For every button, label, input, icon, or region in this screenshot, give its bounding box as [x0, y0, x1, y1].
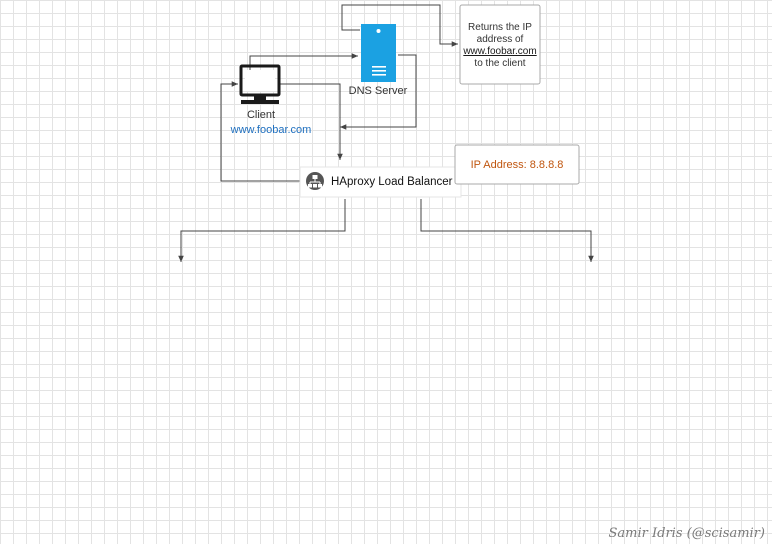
load-balancer-label: HAproxy Load Balancer [331, 176, 453, 188]
dns-reply-connector [340, 54, 417, 130]
client-to-dns-connector [249, 53, 358, 72]
dns-note-line-1: Returns the IP [468, 22, 532, 33]
client-label: Client [247, 109, 275, 121]
load-balancer-icon [306, 172, 324, 190]
dns-note-line-2: address of [477, 34, 524, 45]
server-icon [361, 24, 396, 82]
load-balancer: HAproxy Load Balancer [299, 166, 462, 198]
dns-note: Returns the IP address of www.foobar.com… [459, 4, 541, 85]
author-signature: Samir Idris (@scisamir) [609, 526, 766, 541]
client: Client www.foobar.com [230, 64, 312, 136]
client-url[interactable]: www.foobar.com [230, 124, 312, 136]
dns-note-link[interactable]: www.foobar.com [462, 46, 536, 57]
lb-to-server1-connector [178, 199, 346, 262]
ip-address-label: IP Address: 8.8.8.8 [471, 159, 564, 171]
dns-to-note-connector [341, 4, 458, 47]
ip-note: IP Address: 8.8.8.8 [454, 144, 580, 185]
dns-server-label: DNS Server [349, 85, 408, 97]
lb-to-server2-connector [420, 199, 594, 262]
dns-note-line-4: to the client [474, 58, 525, 69]
client-to-lb-connector [278, 83, 343, 160]
monitor-icon [239, 64, 281, 104]
lb-to-client-connector [220, 81, 304, 182]
dns-server: DNS Server [349, 24, 408, 97]
